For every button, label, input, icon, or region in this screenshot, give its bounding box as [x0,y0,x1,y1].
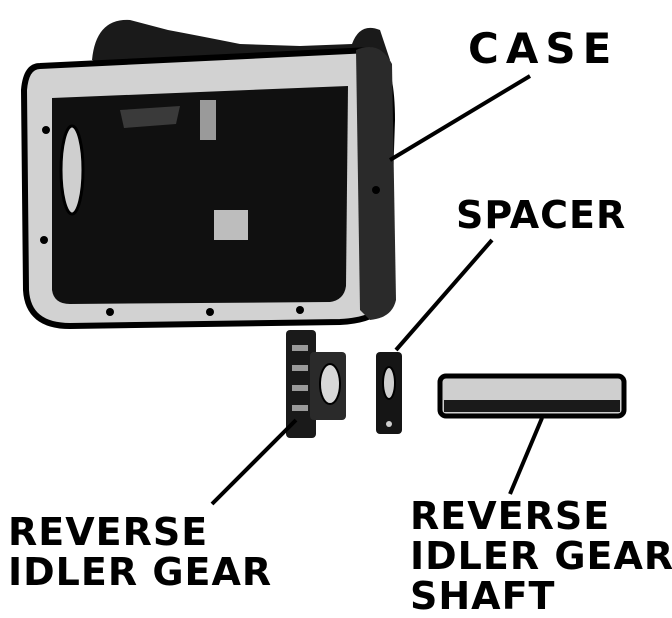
reverse-idler-gear-label: REVERSE IDLER GEAR [8,512,272,592]
reverse-idler-gear-shaft-label: REVERSE IDLER GEAR SHAFT [410,496,672,616]
reverse-idler-gear-label-line: IDLER GEAR [8,550,273,594]
reverse-idler-gear [286,330,346,438]
leader-line-gear [210,418,298,506]
reverse-idler-gear-shaft-label-line: SHAFT [410,574,556,618]
transmission-case [20,19,396,330]
reverse-idler-gear-shaft-label-line: IDLER GEAR [410,534,672,578]
spacer [376,352,402,434]
reverse-idler-gear-shaft [437,373,627,419]
case-label: CASE [468,24,619,73]
spacer-label: SPACER [456,193,627,237]
reverse-idler-gear-shaft-label-line: REVERSE [410,494,611,538]
leader-line-shaft [508,417,544,495]
reverse-idler-gear-label-line: REVERSE [8,510,209,554]
leader-line-case [388,74,532,162]
leader-line-spacer [394,238,494,352]
